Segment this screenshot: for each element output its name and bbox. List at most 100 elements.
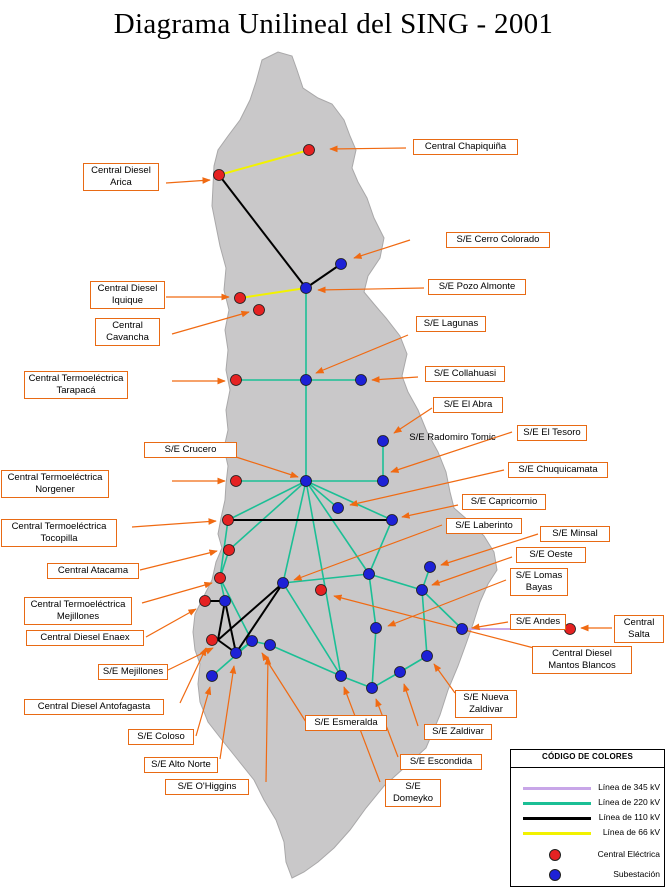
legend-label-subestacion: Subestación xyxy=(613,869,660,879)
line-chapiquina-arica xyxy=(218,149,310,176)
label-andes: S/E Andes xyxy=(510,614,566,630)
se-ohiggins-a xyxy=(246,635,258,647)
se-lagunas xyxy=(300,374,312,386)
se-nueva-zaldivar xyxy=(421,650,433,662)
central-tocopilla xyxy=(222,514,234,526)
legend-label-220: Línea de 220 kV xyxy=(598,797,660,807)
legend-row-central: Central Eléctrica xyxy=(511,849,664,861)
central-chapiquina xyxy=(303,144,315,156)
se-chuquicamata xyxy=(332,502,344,514)
se-andes xyxy=(456,623,468,635)
label-enaex: Central Diesel Enaex xyxy=(26,630,144,646)
se-el-abra xyxy=(377,435,389,447)
se-oeste xyxy=(416,584,428,596)
legend-row-66: Línea de 66 kV xyxy=(511,827,664,839)
legend-divider xyxy=(511,767,664,768)
line-iquique-pozo-almonte xyxy=(239,287,307,299)
central-mejillones xyxy=(214,572,226,584)
central-diesel-antofagasta xyxy=(206,634,218,646)
se-esmeralda xyxy=(264,639,276,651)
se-mejillones xyxy=(219,595,231,607)
legend-row-110: Línea de 110 kV xyxy=(511,812,664,824)
label-coloso: S/E Coloso xyxy=(128,729,194,745)
se-capricornio xyxy=(386,514,398,526)
legend-swatch-66 xyxy=(523,832,591,835)
lines-220kv xyxy=(211,288,463,689)
se-laberinto xyxy=(277,577,289,589)
legend-swatch-220 xyxy=(523,802,591,805)
label-ohiggins: S/E O'Higgins xyxy=(165,779,249,795)
legend-swatch-110 xyxy=(523,817,591,820)
label-minsal: S/E Minsal xyxy=(540,526,610,542)
central-mantos-blancos xyxy=(315,584,327,596)
label-escondida: S/E Escondida xyxy=(400,754,482,770)
se-coloso xyxy=(206,670,218,682)
se-domeyko xyxy=(335,670,347,682)
lines-110kv xyxy=(205,174,392,654)
label-laberinto: S/E Laberinto xyxy=(446,518,522,534)
legend-subestacion-dot xyxy=(549,869,561,881)
legend-central-dot xyxy=(549,849,561,861)
line-arica-pozo-almonte xyxy=(218,174,307,289)
se-escondida xyxy=(366,682,378,694)
se-lomas-bayas xyxy=(370,622,382,634)
lines-66kv xyxy=(218,149,310,299)
callout-arrows xyxy=(131,145,612,783)
central-enaex xyxy=(199,595,211,607)
label-atacama: Central Atacama xyxy=(47,563,139,579)
legend-row-subestacion: Subestación xyxy=(511,869,664,881)
label-cerro-colorado: S/E Cerro Colorado xyxy=(446,232,550,248)
label-collahuasi: S/E Collahuasi xyxy=(425,366,505,382)
se-radomiro-tomic xyxy=(377,475,389,487)
se-minsal xyxy=(424,561,436,573)
line-pozo-almonte-cerro-colorado xyxy=(305,263,342,289)
label-esmeralda: S/E Esmeralda xyxy=(305,715,387,731)
legend-swatch-345 xyxy=(523,787,591,790)
se-collahuasi xyxy=(355,374,367,386)
se-crucero xyxy=(300,475,312,487)
label-el-abra: S/E El Abra xyxy=(433,397,503,413)
central-salta xyxy=(564,623,576,635)
territory-shape xyxy=(192,51,498,879)
legend-label-66: Línea de 66 kV xyxy=(602,827,660,837)
legend-label-110: Línea de 110 kV xyxy=(598,812,660,822)
label-crucero: S/E Crucero xyxy=(144,442,237,458)
legend-label-central: Central Eléctrica xyxy=(597,849,660,859)
legend-row-345: Línea de 345 kV xyxy=(511,782,664,794)
centrales xyxy=(199,144,576,646)
color-legend: CÓDIGO DE COLORES Línea de 345 kV Línea … xyxy=(510,749,665,887)
central-diesel-iquique xyxy=(234,292,246,304)
central-norgener xyxy=(230,475,242,487)
se-zaldivar xyxy=(394,666,406,678)
label-alto-norte: S/E Alto Norte xyxy=(144,757,218,773)
diagram-title: Diagrama Unilineal del SING - 2001 xyxy=(113,8,554,40)
label-chapiquina: Central Chapiquiña xyxy=(413,139,518,155)
label-zaldivar: S/E Zaldivar xyxy=(424,724,492,740)
label-capricornio: S/E Capricornio xyxy=(462,494,546,510)
subestaciones xyxy=(206,258,468,694)
central-diesel-arica xyxy=(213,169,225,181)
label-pozo-almonte: S/E Pozo Almonte xyxy=(428,279,526,295)
central-atacama xyxy=(223,544,235,556)
label-chuquicamata: S/E Chuquicamata xyxy=(508,462,608,478)
se-pozo-almonte xyxy=(300,282,312,294)
central-tarapaca xyxy=(230,374,242,386)
legend-label-345: Línea de 345 kV xyxy=(598,782,660,792)
se-lomas-bayas-a xyxy=(363,568,375,580)
legend-row-220: Línea de 220 kV xyxy=(511,797,664,809)
label-oeste: S/E Oeste xyxy=(516,547,586,563)
central-cavancha xyxy=(253,304,265,316)
